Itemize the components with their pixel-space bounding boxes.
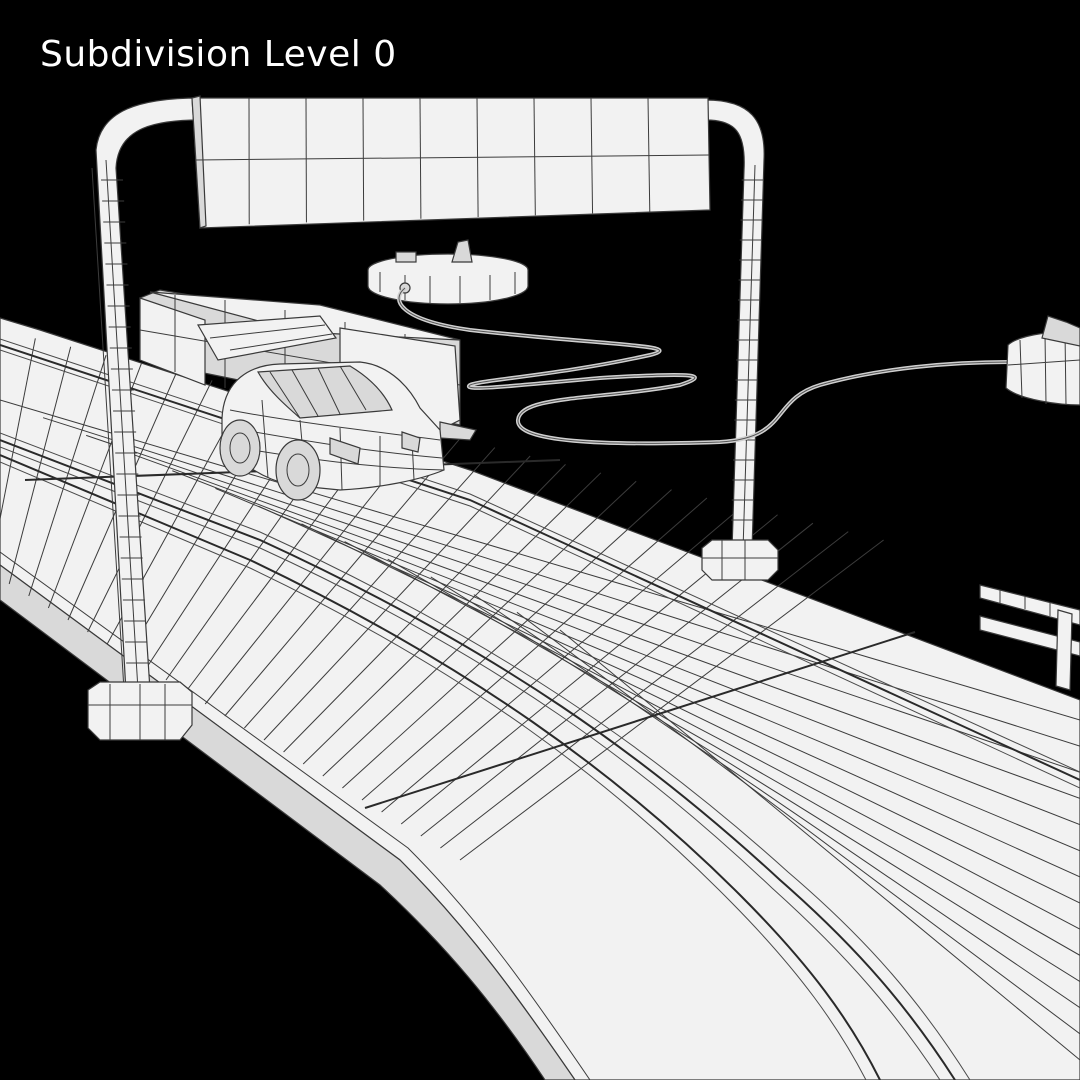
rear-wheel — [219, 419, 261, 477]
banner-grid — [195, 97, 710, 225]
lap-counter-controller — [367, 239, 529, 305]
rear-wing — [197, 315, 338, 361]
right-post-base — [701, 539, 779, 581]
controller-cables — [397, 286, 1011, 446]
subdivision-level-caption: Subdivision Level 0 — [40, 34, 397, 75]
hand-controller — [1005, 315, 1080, 406]
slot-grooves — [0, 338, 1080, 1080]
front-wheel — [275, 439, 321, 501]
gantry-banner — [191, 97, 711, 229]
right-post-rings — [731, 179, 764, 521]
left-post-rings — [101, 179, 149, 664]
guard-rail — [979, 584, 1080, 691]
start-gantry — [87, 95, 779, 741]
slot-car — [197, 315, 445, 501]
